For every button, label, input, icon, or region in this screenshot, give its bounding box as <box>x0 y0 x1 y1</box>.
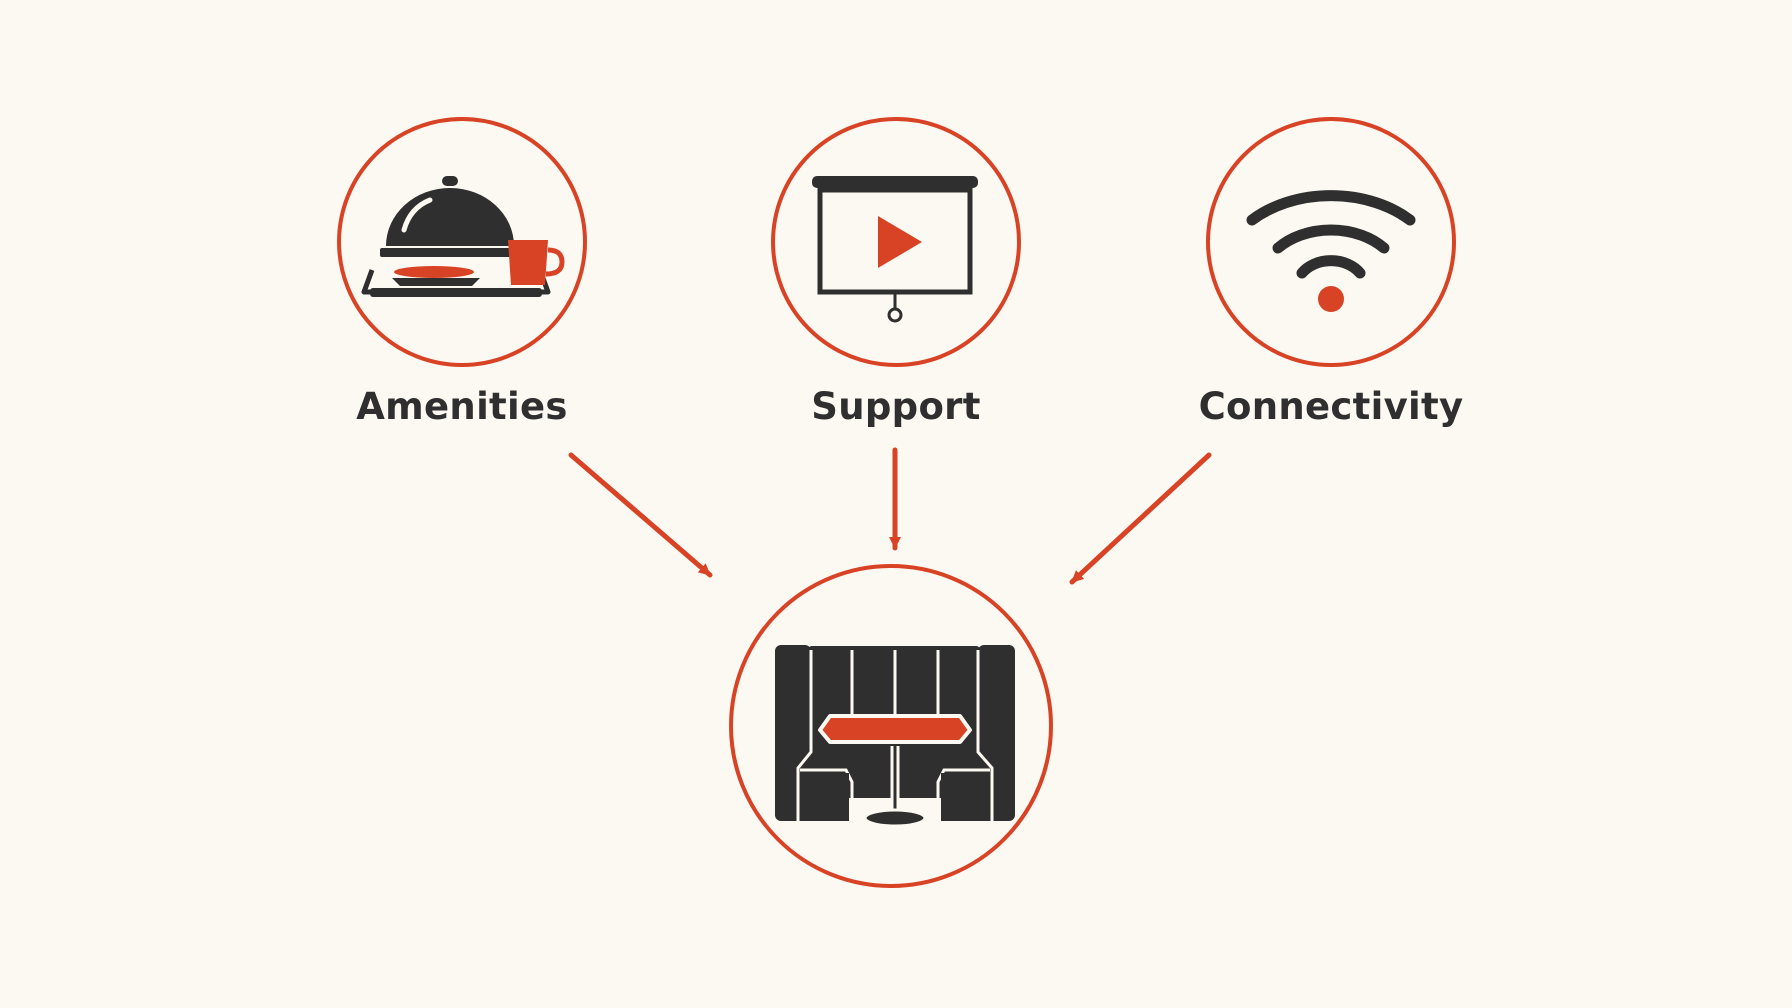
target-circle <box>729 564 1053 888</box>
node-amenities <box>337 117 587 367</box>
label-amenities: Amenities <box>356 385 568 428</box>
arrow-amenities-to-target <box>568 452 713 578</box>
arrow-connectivity-to-target <box>1069 452 1212 585</box>
booth-seating-table-icon <box>775 645 1015 828</box>
wifi-signal-icon <box>1246 190 1416 312</box>
serving-tray-cloche-icon <box>361 176 565 297</box>
amenities-circle <box>337 117 587 367</box>
node-target <box>729 564 1053 888</box>
node-connectivity <box>1206 117 1456 367</box>
support-circle <box>771 117 1021 367</box>
label-support: Support <box>811 385 981 428</box>
node-support <box>771 117 1021 367</box>
presentation-screen-play-icon <box>812 176 978 323</box>
label-connectivity: Connectivity <box>1198 385 1464 428</box>
connectivity-circle <box>1206 117 1456 367</box>
